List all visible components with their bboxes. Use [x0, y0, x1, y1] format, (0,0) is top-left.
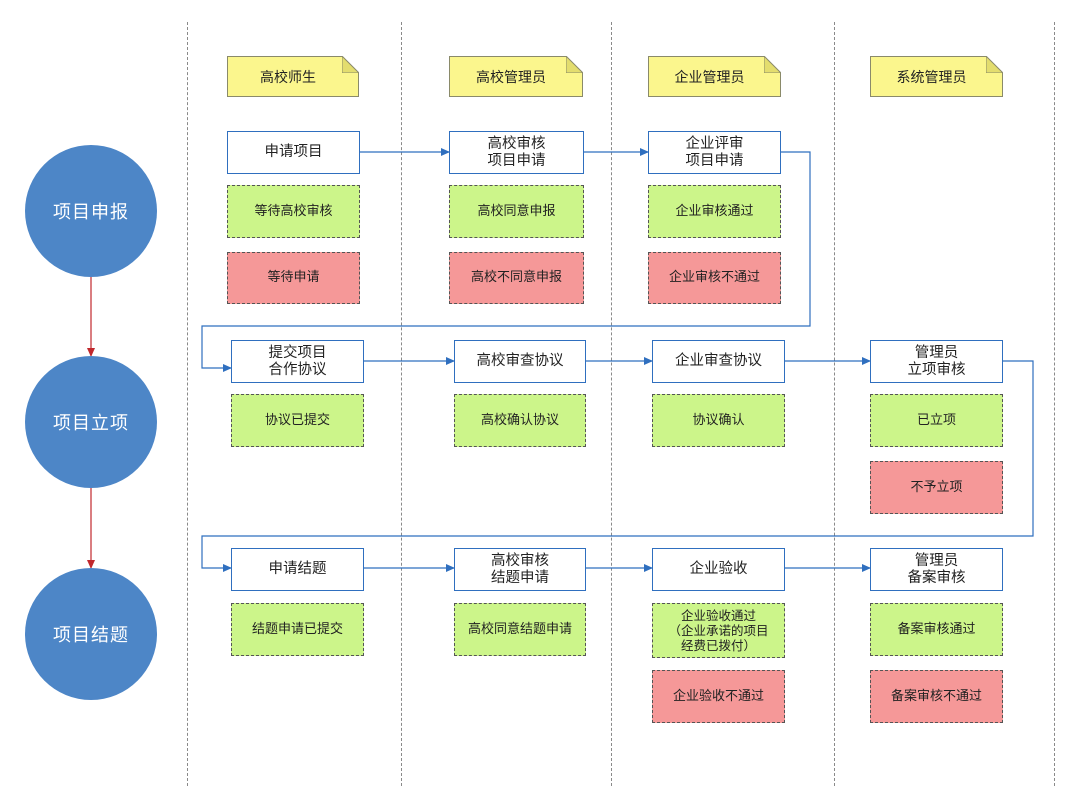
process-admin-record-review: 管理员 备案审核	[870, 548, 1003, 591]
lane-divider	[1054, 22, 1055, 786]
lane-divider	[611, 22, 612, 786]
note-fold-icon	[764, 56, 781, 73]
process-ent-evaluate-application: 企业评审 项目申请	[648, 131, 781, 174]
lane-header-university-teacher-student: 高校师生	[227, 56, 359, 97]
status-waiting-apply: 等待申请	[227, 252, 360, 304]
process-univ-review-application: 高校审核 项目申请	[449, 131, 584, 174]
stage-project-application: 项目申报	[25, 145, 157, 277]
status-ent-review-passed: 企业审核通过	[648, 185, 781, 238]
process-apply-project: 申请项目	[227, 131, 360, 174]
lane-header-enterprise-admin: 企业管理员	[648, 56, 781, 97]
lane-divider	[834, 22, 835, 786]
status-waiting-univ-review: 等待高校审核	[227, 185, 360, 238]
status-univ-agree-apply: 高校同意申报	[449, 185, 584, 238]
lane-divider	[187, 22, 188, 786]
note-fold-icon	[566, 56, 583, 73]
status-univ-agree-closure: 高校同意结题申请	[454, 603, 586, 656]
process-univ-check-agreement: 高校审查协议	[454, 340, 586, 383]
stage-project-closure: 项目结题	[25, 568, 157, 700]
process-ent-check-agreement: 企业审查协议	[652, 340, 785, 383]
note-fold-icon	[986, 56, 1003, 73]
status-agreement-confirmed: 协议确认	[652, 394, 785, 447]
status-agreement-submitted: 协议已提交	[231, 394, 364, 447]
status-record-review-failed: 备案审核不通过	[870, 670, 1003, 723]
status-ent-review-failed: 企业审核不通过	[648, 252, 781, 304]
process-admin-approval-review: 管理员 立项审核	[870, 340, 1003, 383]
status-project-approved: 已立项	[870, 394, 1003, 447]
process-univ-review-closure: 高校审核 结题申请	[454, 548, 586, 591]
status-univ-confirm-agreement: 高校确认协议	[454, 394, 586, 447]
process-apply-closure: 申请结题	[231, 548, 364, 591]
lane-header-system-admin: 系统管理员	[870, 56, 1003, 97]
lane-divider	[401, 22, 402, 786]
status-univ-disagree-apply: 高校不同意申报	[449, 252, 584, 304]
lane-header-university-admin: 高校管理员	[449, 56, 583, 97]
status-record-review-passed: 备案审核通过	[870, 603, 1003, 656]
process-ent-acceptance: 企业验收	[652, 548, 785, 591]
status-ent-acceptance-failed: 企业验收不通过	[652, 670, 785, 723]
status-ent-acceptance-passed: 企业验收通过 （企业承诺的项目 经费已拨付）	[652, 603, 785, 658]
stage-project-approval: 项目立项	[25, 356, 157, 488]
process-submit-agreement: 提交项目 合作协议	[231, 340, 364, 383]
status-closure-submitted: 结题申请已提交	[231, 603, 364, 656]
status-project-not-approved: 不予立项	[870, 461, 1003, 514]
note-fold-icon	[342, 56, 359, 73]
